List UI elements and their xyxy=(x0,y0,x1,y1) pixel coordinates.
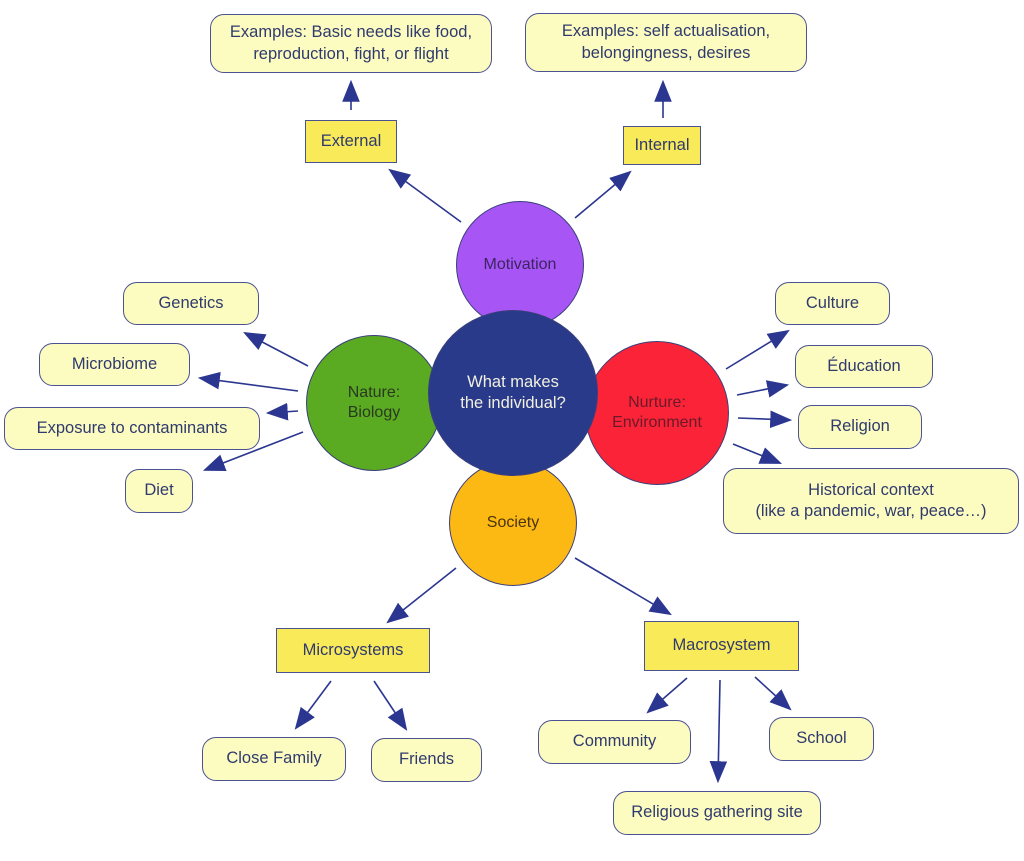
macrosystem-item-label: Religious gathering site xyxy=(631,803,803,822)
microsystem-item-label: Close Family xyxy=(226,749,322,768)
nature-label: Nature: Biology xyxy=(347,384,401,421)
nurture-label: Nurture: Environment xyxy=(612,394,702,431)
internal-examples-box: Examples: self actualisation, belongingn… xyxy=(525,13,807,72)
arrow-society-to-macrosystem xyxy=(574,557,672,616)
nurture-item-label: Historical context (like a pandemic, war… xyxy=(755,480,987,520)
microsystems-label: Microsystems xyxy=(302,640,404,659)
arrow-nature-to-genetics xyxy=(243,331,309,367)
internal-box: Internal xyxy=(623,126,701,165)
motivation-label: Motivation xyxy=(483,256,557,273)
external-label: External xyxy=(320,131,382,150)
nurture-item-education: Éducation xyxy=(795,345,933,388)
macrosystem-box: Macrosystem xyxy=(644,621,799,671)
arrow-society-to-microsystems xyxy=(386,567,457,624)
arrow-motivation-to-external xyxy=(388,168,462,223)
macrosystem-item-label: School xyxy=(796,729,847,748)
arrow-nature-to-microbiome xyxy=(197,371,299,392)
arrow-nurture-to-culture xyxy=(725,329,790,370)
society-label: Society xyxy=(486,514,540,531)
center-label: What makes the individual? xyxy=(460,373,566,412)
microsystems-box: Microsystems xyxy=(276,628,430,673)
center-circle: What makes the individual? xyxy=(428,310,598,476)
nature-item-label: Diet xyxy=(144,481,174,500)
arrow-macrosystem-to-community xyxy=(646,677,688,714)
arrow-macrosystem-to-school xyxy=(754,676,792,711)
arrow-nurture-to-education xyxy=(736,380,790,398)
nature-item-microbiome: Microbiome xyxy=(39,343,190,386)
arrow-motivation-to-internal xyxy=(574,170,632,219)
arrow-nature-to-exposure xyxy=(265,402,299,421)
nurture-item-label: Culture xyxy=(805,293,860,312)
nature-item-genetics: Genetics xyxy=(123,282,259,325)
arrow-macrosystem-to-religious xyxy=(709,679,728,784)
microsystem-item-label: Friends xyxy=(398,750,455,769)
macrosystem-item-label: Community xyxy=(572,732,657,751)
nature-item-label: Microbiome xyxy=(71,354,158,373)
nurture-item-culture: Culture xyxy=(775,282,890,325)
macrosystem-item-community: Community xyxy=(538,720,691,764)
arrow-nurture-to-historical xyxy=(732,443,783,464)
nurture-circle: Nurture: Environment xyxy=(585,341,729,485)
nurture-item-label: Éducation xyxy=(827,356,901,375)
nurture-item-historical-context: Historical context (like a pandemic, war… xyxy=(723,468,1019,534)
nature-item-exposure: Exposure to contaminants xyxy=(4,407,260,450)
arrow-nurture-to-religion xyxy=(737,410,793,429)
nature-circle: Nature: Biology xyxy=(306,335,442,471)
arrow-microsystems-to-friends xyxy=(373,680,408,731)
nature-item-label: Genetics xyxy=(158,293,224,312)
macrosystem-label: Macrosystem xyxy=(672,636,771,655)
society-circle: Society xyxy=(449,460,577,586)
nurture-item-label: Religion xyxy=(830,417,890,436)
microsystem-item-close-family: Close Family xyxy=(202,737,346,781)
nature-item-diet: Diet xyxy=(125,469,193,513)
macrosystem-item-religious-gathering-site: Religious gathering site xyxy=(613,791,821,835)
external-examples-box: Examples: Basic needs like food, reprodu… xyxy=(210,14,492,73)
internal-examples-text: Examples: self actualisation, belongingn… xyxy=(561,22,771,62)
nature-item-label: Exposure to contaminants xyxy=(36,418,228,437)
nurture-item-religion: Religion xyxy=(798,405,922,449)
arrow-microsystems-to-family xyxy=(294,680,332,730)
macrosystem-item-school: School xyxy=(769,717,874,761)
microsystem-item-friends: Friends xyxy=(371,738,482,782)
internal-label: Internal xyxy=(634,135,690,154)
external-box: External xyxy=(305,120,397,163)
external-examples-text: Examples: Basic needs like food, reprodu… xyxy=(229,23,473,63)
